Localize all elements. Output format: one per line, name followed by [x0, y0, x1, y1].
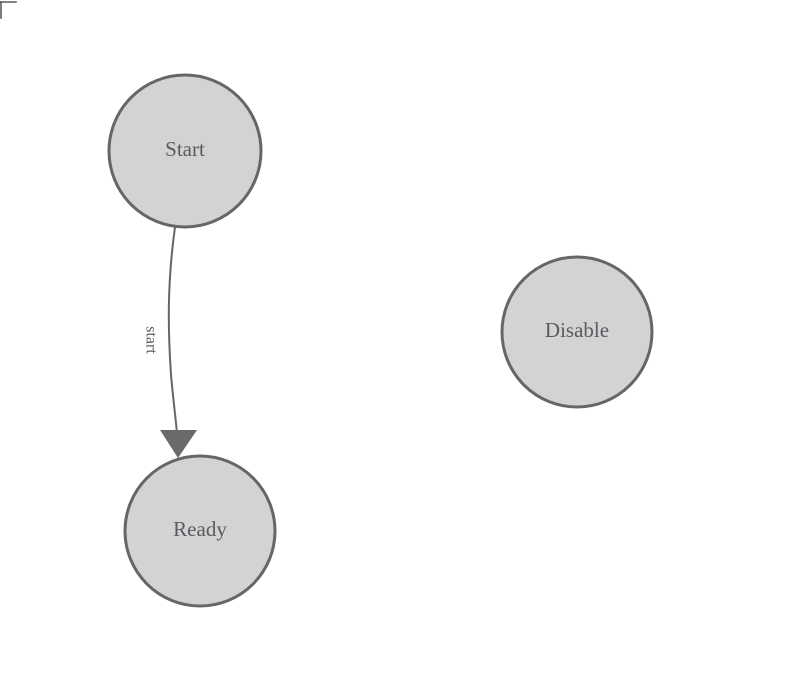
corner-mark [0, 1, 17, 19]
node-start[interactable]: Start [107, 73, 263, 229]
node-disable[interactable]: Disable [500, 255, 654, 409]
node-disable-circle[interactable] [500, 255, 654, 409]
node-disable-label: Disable [545, 318, 609, 342]
node-ready-label: Ready [173, 517, 227, 541]
edge-start-to-ready[interactable]: start [142, 226, 197, 458]
edge-label-start: start [142, 326, 159, 354]
node-ready[interactable]: Ready [123, 454, 277, 608]
node-start-label: Start [165, 137, 205, 161]
arrowhead-icon [160, 430, 197, 458]
node-ready-circle[interactable] [123, 454, 277, 608]
edge-line[interactable] [167, 226, 179, 447]
node-start-circle[interactable] [107, 73, 263, 229]
